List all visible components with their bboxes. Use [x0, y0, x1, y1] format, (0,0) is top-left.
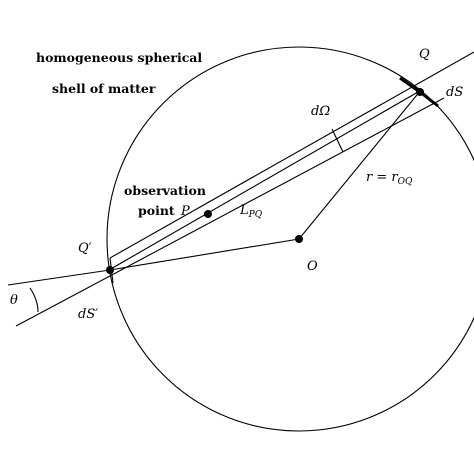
label-Qprime: Q′ [78, 241, 92, 256]
cone-line-upper [109, 51, 474, 259]
radius-oq [298, 89, 422, 240]
line-qprime-o [109, 238, 300, 271]
point-O [295, 235, 303, 243]
label-LPQ: LPQ [239, 203, 263, 220]
domega-marker [331, 128, 344, 153]
point-P [204, 210, 212, 218]
caption-line-1: homogeneous spherical [36, 50, 202, 65]
ds-element-1 [399, 76, 421, 94]
label-LPQ-main: L [239, 203, 249, 218]
label-dOmega: dΩ [311, 104, 330, 119]
label-P: P [180, 204, 190, 219]
cone-line-middle [108, 91, 419, 271]
theta-arc [29, 287, 39, 313]
point-Q [416, 88, 424, 96]
incoming-ray [7, 269, 111, 286]
label-dS: dS [446, 85, 463, 100]
label-O: O [307, 259, 318, 274]
label-r-eq: r = r [366, 170, 398, 185]
shell-circle [106, 46, 474, 432]
label-r: r = rOQ [366, 170, 413, 187]
label-LPQ-sub: PQ [248, 210, 263, 220]
caption-line-2: shell of matter [52, 81, 156, 96]
label-theta: θ [10, 293, 18, 308]
point-Qprime [106, 266, 114, 274]
cone-line-lower [15, 97, 445, 327]
label-r-sub: OQ [398, 177, 413, 187]
observation-label-1: observation [124, 183, 206, 198]
label-dSprime: dS′ [78, 307, 98, 322]
observation-label-2: point [138, 203, 175, 218]
label-Q: Q [419, 47, 430, 62]
